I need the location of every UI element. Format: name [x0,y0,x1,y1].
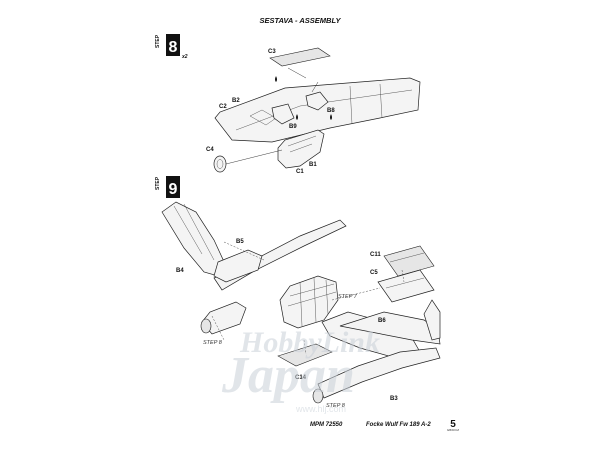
step-9-badge: STEP 9 [155,176,180,198]
nacelle-panel-line [349,85,353,125]
left-wing-b4 [161,201,227,277]
page-title: SESTAVA - ASSEMBLY [260,16,342,25]
ref-step-7: STEP 7 [338,294,358,300]
cowl-detail-line [289,143,313,153]
cowl-detail-line [287,135,317,147]
guide-line [225,149,283,165]
spinner-c4 [213,155,227,173]
spinner-c4-inner [216,159,224,169]
glue-drop-icon [296,114,298,120]
watermark-url: www.hlj.com [295,404,346,414]
footer-code: MPM 72550 [310,422,343,428]
label-c1: C1 [296,169,304,175]
panel-c11 [383,245,435,277]
guide-line [311,81,319,93]
footer: MPM 72550 Focke Wulf Fw 189 A-2 5 GB/D/C… [310,419,459,432]
cockpit-frame-line [287,291,337,307]
cockpit-frame-line [299,281,303,327]
label-b9: B9 [289,124,297,130]
top-panel-c3 [269,47,331,67]
step-8-word: STEP [155,34,161,48]
label-b1: B1 [309,162,317,168]
label-c3: C3 [268,49,276,55]
tail-fin [423,299,441,341]
glue-drop-icon [330,114,332,120]
flap-b9 [271,103,295,125]
page-number: 5 [450,419,456,430]
step-8-badge-box [166,34,180,56]
left-nacelle-front [201,301,247,335]
part-c14 [277,343,333,367]
label-b3: B3 [390,396,398,402]
guide-line [331,287,381,301]
label-b4: B4 [176,268,184,274]
watermark: HobbyLink Japan www.hlj.com [221,326,380,414]
nacelle-panel-line [379,83,383,119]
panel-detail-line [389,252,425,263]
ref-step-8-bottom: STEP 8 [326,403,346,409]
step-8-assembly: C3 B2 C2 B8 B9 C4 B1 C1 [206,47,421,175]
label-c5: C5 [370,270,378,276]
label-b8: B8 [327,108,335,114]
label-b6: B6 [378,318,386,324]
page-number-sub: GB/D/CZ [447,428,459,432]
ref-step-8-left: STEP 8 [203,340,223,346]
guide-line [303,339,307,355]
step-9-assembly: B5 B4 C11 C5 B6 C14 B3 STEP 7 STEP 8 STE… [161,201,441,409]
label-c2: C2 [219,104,227,110]
watermark-line-2: Japan [221,347,355,404]
step-8-number: 8 [169,39,178,56]
panel-detail-line [385,277,425,289]
wing-rib-line [183,203,215,261]
cockpit-frame-line [289,283,335,297]
guide-line [223,241,265,261]
label-c14: C14 [295,375,307,381]
watermark-line-1: HobbyLink [239,326,380,359]
step-8-badge: STEP 8 x2 [155,34,188,60]
step-9-word: STEP [155,176,161,190]
step-9-number: 9 [169,181,178,198]
footer-model: Focke Wulf Fw 189 A-2 [366,422,431,428]
nacelle-panel-line [235,89,413,131]
flap-b8 [305,91,329,111]
left-propeller-hub [200,318,212,334]
label-b5: B5 [236,239,244,245]
label-c4: C4 [206,147,214,153]
label-b2: B2 [232,98,240,104]
cockpit-frame-line [325,279,329,315]
label-c11: C11 [370,252,381,258]
left-engine-b5 [213,249,263,283]
guide-line [211,315,225,341]
cockpit-frame-line [313,277,317,323]
step-9-badge-box [166,176,180,198]
panel-c5 [377,269,435,303]
guide-line [287,67,307,79]
wing-rib-line [173,205,203,255]
right-boom [317,347,441,399]
right-propeller-hub [312,388,324,404]
central-nacelle [279,275,339,329]
glue-drop-icon [275,76,277,82]
step-8-multiplier: x2 [181,54,188,60]
cowl-b1 [277,129,325,169]
